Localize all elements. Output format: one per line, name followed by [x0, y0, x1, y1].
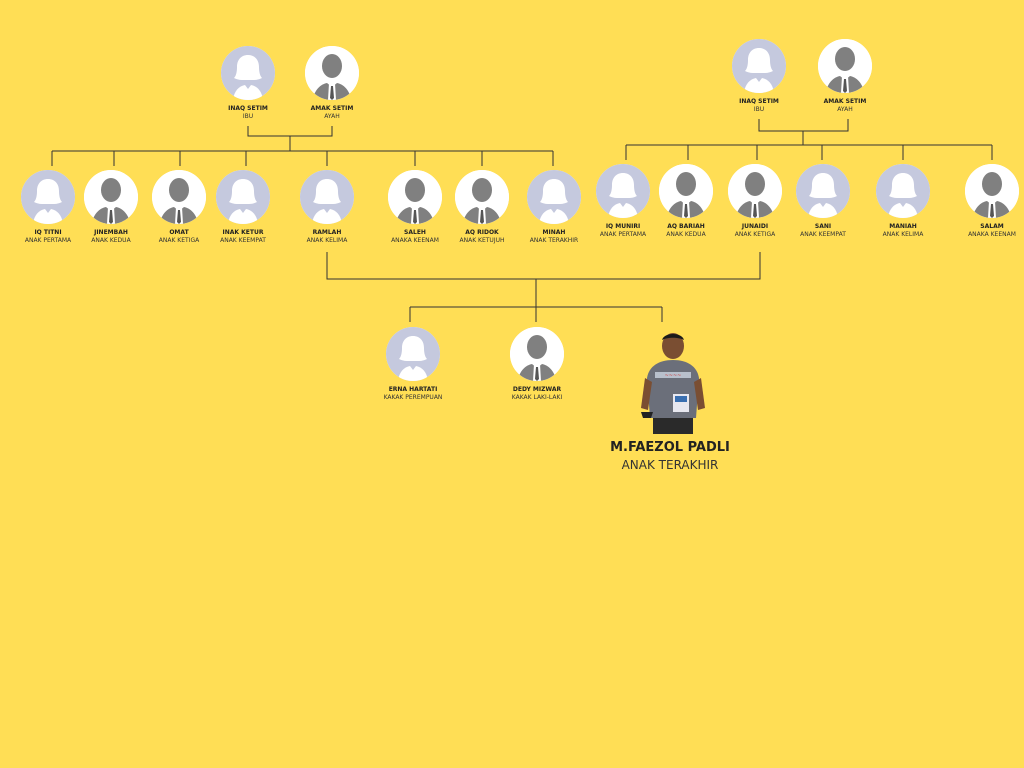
connector-right-parents: [758, 119, 849, 145]
person-role: ANAK KEEMPAT: [220, 237, 266, 244]
connector-left-children: [51, 150, 554, 166]
male-avatar-icon: [84, 170, 138, 224]
person-name: OMAT: [169, 229, 189, 236]
person-role: ANAK TERAKHIR: [529, 237, 579, 244]
person-role: ANAK KEDUA: [91, 237, 131, 244]
person-role: ANAKA KEENAM: [391, 237, 439, 244]
person-name: AQ RIDOK: [465, 229, 499, 236]
female-avatar-icon: [300, 170, 354, 224]
person-name: DEDY MIZWAR: [512, 386, 562, 393]
female-avatar-icon: [221, 46, 275, 100]
person-name: SALAM: [980, 223, 1004, 230]
person-role: KAKAK PEREMPUAN: [383, 394, 443, 401]
person-role: IBU: [753, 106, 765, 113]
person-role: ANAK PERTAMA: [24, 237, 72, 244]
person-name: JUNAIDI: [741, 223, 769, 230]
person-name: AMAK SETIM: [310, 105, 354, 112]
male-avatar-icon: [818, 39, 872, 93]
person-role: IBU: [242, 113, 254, 120]
person-role: AYAH: [837, 106, 853, 113]
main-person-role: ANAK TERAKHIR: [621, 458, 719, 472]
person-name: MINAH: [542, 229, 566, 236]
person-role: ANAK KETIGA: [158, 237, 200, 244]
person-role: ANAKA KEENAM: [968, 231, 1016, 238]
person-name: RAMLAH: [312, 229, 342, 236]
person-role: ANAK KEEMPAT: [800, 231, 846, 238]
person-role: ANAK KEDUA: [666, 231, 706, 238]
male-avatar-icon: [388, 170, 442, 224]
person-role: ANAK KETUJUH: [459, 237, 505, 244]
person-name: IQ MUNIRI: [605, 223, 641, 230]
male-avatar-icon: [728, 164, 782, 218]
person-name: SANI: [814, 223, 832, 230]
connector-grandchildren: [409, 279, 663, 322]
female-avatar-icon: [732, 39, 786, 93]
female-avatar-icon: [796, 164, 850, 218]
person-name: AQ BARIAH: [667, 223, 705, 230]
connector-right-children: [625, 144, 993, 160]
female-avatar-icon: [876, 164, 930, 218]
person-name: INAQ SETIM: [739, 98, 779, 105]
person-name: IQ TITNI: [34, 229, 62, 236]
main-person-name: M.FAEZOL PADLI: [610, 440, 730, 455]
female-avatar-icon: [386, 327, 440, 381]
person-role: ANAK PERTAMA: [599, 231, 647, 238]
female-avatar-icon: [216, 170, 270, 224]
female-avatar-icon: [527, 170, 581, 224]
person-role: ANAK KELIMA: [882, 231, 924, 238]
connector-marriage: [326, 252, 761, 280]
male-avatar-icon: [965, 164, 1019, 218]
person-role: AYAH: [324, 113, 340, 120]
male-avatar-icon: [659, 164, 713, 218]
female-avatar-icon: [596, 164, 650, 218]
person-photo: ~~~~: [641, 333, 705, 434]
person-name: MANIAH: [889, 223, 917, 230]
person-name: JINEMBAH: [94, 229, 128, 236]
person-name: INAK KETUR: [222, 229, 264, 236]
person-role: ANAK KETIGA: [734, 231, 776, 238]
male-avatar-icon: [305, 46, 359, 100]
person-name: INAQ SETIM: [228, 105, 268, 112]
person-name: SALEH: [404, 229, 426, 236]
male-avatar-icon: [152, 170, 206, 224]
male-avatar-icon: [455, 170, 509, 224]
connector-left-parents: [247, 126, 333, 151]
male-avatar-icon: [510, 327, 564, 381]
person-role: KAKAK LAKI-LAKI: [511, 394, 563, 401]
svg-text:~~~~: ~~~~: [665, 373, 682, 379]
person-name: ERNA HARTATI: [388, 386, 438, 393]
person-role: ANAK KELIMA: [306, 237, 348, 244]
person-name: AMAK SETIM: [823, 98, 867, 105]
female-avatar-icon: [21, 170, 75, 224]
